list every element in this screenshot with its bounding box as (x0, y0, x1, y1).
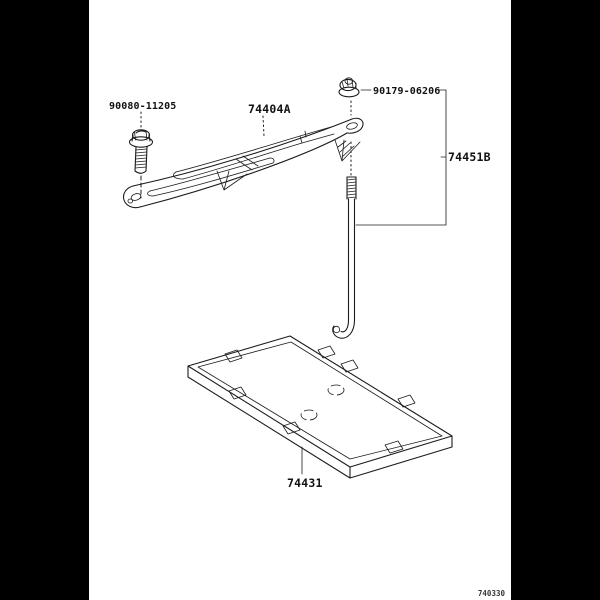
flange-nut-drawing (338, 77, 360, 176)
right-black-band (511, 0, 600, 600)
callout-leader-lines (301, 89, 447, 475)
part-number-label-bolt: 90080-11205 (109, 101, 176, 112)
j-bolt-rod-drawing (332, 176, 357, 339)
flange-bolt-drawing (128, 111, 154, 199)
figure-code: 740330 (478, 589, 506, 598)
battery-tray-drawing (187, 335, 453, 479)
part-number-label-rod: 74451B (448, 150, 491, 164)
part-number-label-clamp: 74404A (248, 102, 291, 116)
part-number-label-nut: 90179-06206 (373, 86, 440, 97)
left-black-band (0, 0, 89, 600)
part-number-label-tray: 74431 (287, 476, 323, 490)
battery-clamp-drawing (122, 115, 364, 209)
